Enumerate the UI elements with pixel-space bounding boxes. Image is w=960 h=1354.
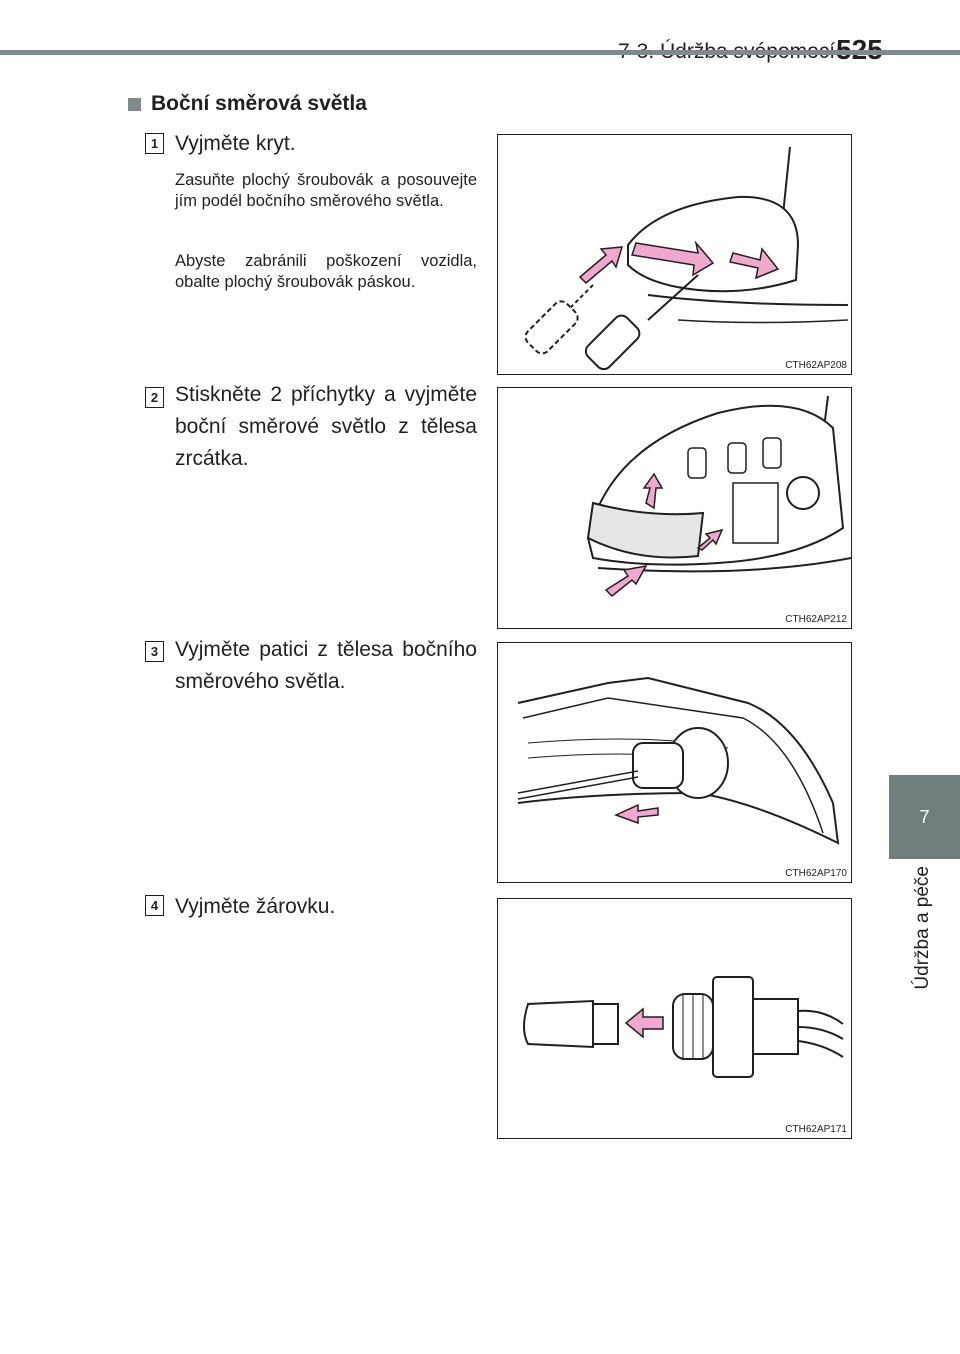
figure-code-2: CTH62AP212 [785,614,847,625]
step-number-3: 3 [145,641,164,662]
step-note-1a: Zasuňte plochý šroubovák a posouvejte jí… [175,171,477,210]
step-title-2: Stiskněte 2 příchytky a vyjměte boční sm… [175,383,477,470]
heading-square-icon [128,97,141,111]
step-number-2: 2 [145,387,164,408]
step-number-4: 4 [145,895,164,916]
figure-code-1: CTH62AP208 [785,360,847,371]
step-title-4: Vyjměte žárovku. [175,895,336,918]
chapter-tab: 7 [889,775,960,859]
step-title-1: Vyjměte kryt. [175,132,296,155]
figure-1: CTH62AP208 [497,134,852,375]
figure-3: CTH62AP170 [497,642,852,883]
step-note-1b: Abyste zabránili poškození vozidla, obal… [175,252,477,291]
figure-code-3: CTH62AP170 [785,868,847,879]
figure-code-4: CTH62AP171 [785,1124,847,1135]
heading-text: Boční směrová světla [151,92,367,115]
figure-2: CTH62AP212 [497,387,852,629]
bulb-removal-illustration [523,976,844,1078]
page-number: 525 [836,34,883,66]
figure-4: CTH62AP171 [497,898,852,1139]
socket-removal-illustration [517,676,840,845]
step-number-1: 1 [145,133,164,154]
mirror-cover-illustration [524,146,849,371]
chapter-title: Údržba a péče [912,866,933,990]
chapter-number: 7 [919,806,930,827]
section-heading: Boční směrová světla [128,92,367,116]
turn-signal-removal-illustration [586,395,851,598]
header-rule [0,50,960,55]
step-title-3: Vyjměte patici z tělesa bočního směrovéh… [175,638,477,693]
